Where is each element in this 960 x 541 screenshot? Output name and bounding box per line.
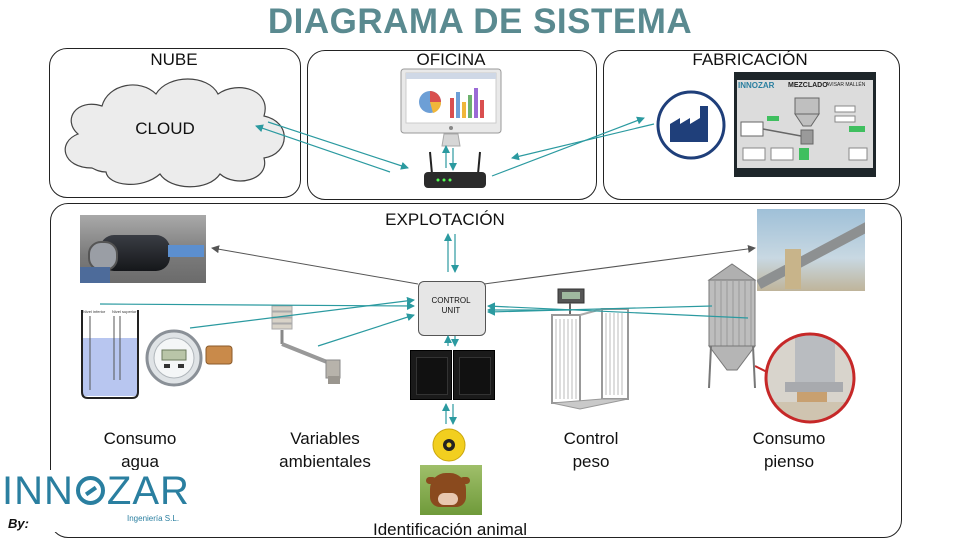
cloud-section-label: NUBE	[150, 50, 198, 69]
environment-caption: Variables ambientales	[265, 427, 385, 473]
weighing-scale	[551, 288, 629, 410]
logo-o-mark	[75, 476, 105, 505]
control-unit-label-2: UNIT	[441, 306, 461, 315]
logo-text-left: INN	[2, 469, 74, 513]
logo-text-right: ZAR	[106, 469, 190, 513]
office-monitor	[400, 68, 502, 147]
calf-photo	[420, 465, 482, 515]
feed-caption: Consumo pienso	[729, 427, 849, 473]
water-pump-photo	[80, 215, 206, 283]
factory-icon	[656, 90, 726, 160]
water-caption-line1: Consumo	[103, 429, 177, 448]
screen-title: MEZCLADO	[788, 82, 828, 89]
animal-id-caption: Identificación animal	[372, 520, 528, 539]
factory-control-screen: INNOZAR MEZCLADO AVISAR MALLÉN	[734, 72, 876, 177]
office-section-label: OFICINA	[416, 50, 486, 69]
water-meter	[145, 329, 233, 387]
water-caption: Consumo agua	[80, 427, 200, 473]
feed-caption-line1: Consumo	[752, 429, 826, 448]
cloud-shape	[64, 78, 285, 188]
screen-brand: INNOZAR	[738, 81, 775, 90]
logo-by: By:	[8, 516, 29, 531]
weight-caption: Control peso	[531, 427, 651, 473]
weight-caption-line2: peso	[572, 452, 610, 471]
tank-label-lower: Nivel inferior	[83, 309, 106, 314]
logo-tagline: Ingeniería S.L.	[127, 514, 180, 523]
control-unit-box	[418, 281, 486, 336]
control-unit-label-1: CONTROL	[431, 296, 471, 305]
environment-caption-line2: ambientales	[279, 452, 371, 471]
environment-caption-line1: Variables	[290, 429, 360, 448]
tank-label-upper: Nivel superior	[112, 309, 137, 314]
cloud-label: CLOUD	[135, 119, 195, 138]
diagram-title: DIAGRAMA DE SISTEMA	[267, 2, 693, 41]
weight-caption-line1: Control	[563, 429, 619, 448]
rfid-reader-right	[453, 350, 495, 400]
water-caption-line2: agua	[121, 452, 159, 471]
feed-sensor-detail	[755, 332, 856, 424]
factory-section-label: FABRICACIÓN	[692, 50, 808, 69]
ambient-sensor	[271, 305, 341, 384]
feed-auger-photo	[757, 209, 865, 291]
ear-tag	[432, 428, 466, 462]
innozar-logo: INN ZAR Ingeniería S.L. By:	[0, 470, 200, 532]
farm-section-label: EXPLOTACIÓN	[385, 210, 505, 229]
feed-silo	[707, 263, 757, 389]
feed-caption-line2: pienso	[763, 452, 815, 471]
office-router	[424, 151, 486, 188]
water-tank	[81, 310, 139, 399]
screen-subtitle: AVISAR MALLÉN	[826, 82, 866, 88]
rfid-reader-left	[410, 350, 452, 400]
